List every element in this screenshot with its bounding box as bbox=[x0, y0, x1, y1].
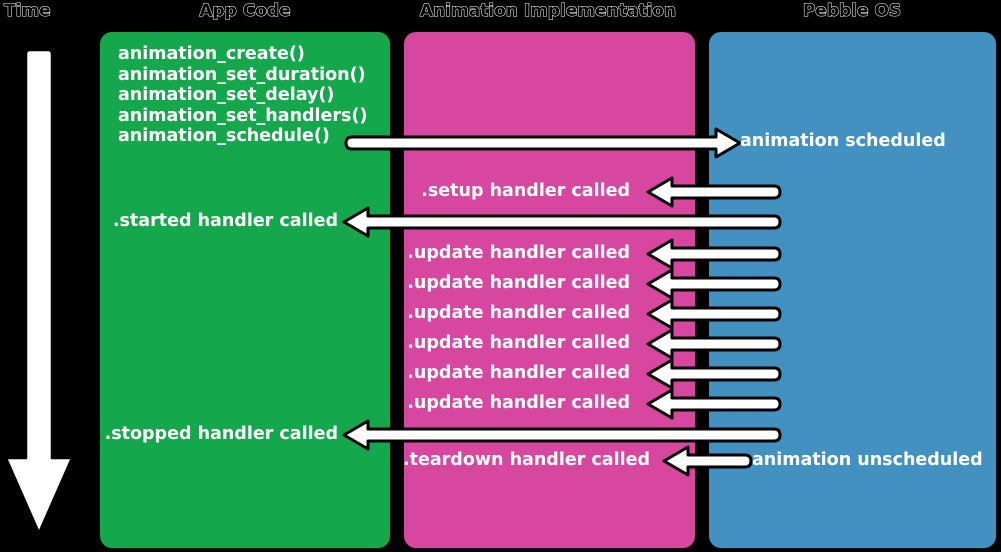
column-header-time: Time bbox=[4, 1, 52, 22]
label-update-handler-3: .update handler called bbox=[407, 303, 630, 323]
label-update-handler-5: .update handler called bbox=[407, 363, 630, 383]
label-setup-handler: .setup handler called bbox=[421, 181, 630, 201]
lane-app-code bbox=[100, 32, 390, 548]
column-header-app-code: App Code bbox=[199, 1, 291, 22]
label-update-handler-2: .update handler called bbox=[407, 273, 630, 293]
app-code-calls-list: animation_create() animation_set_duratio… bbox=[118, 44, 368, 146]
lane-pebble-os bbox=[709, 32, 996, 548]
label-started-handler: .started handler called bbox=[112, 211, 338, 231]
label-animation-scheduled: animation scheduled bbox=[740, 131, 946, 151]
time-down-arrow-icon bbox=[4, 48, 74, 535]
label-update-handler-4: .update handler called bbox=[407, 333, 630, 353]
label-update-handler-6: .update handler called bbox=[407, 393, 630, 413]
label-animation-unscheduled: animation unscheduled bbox=[752, 450, 983, 470]
label-teardown-handler: .teardown handler called bbox=[402, 450, 650, 470]
column-header-pebble-os: Pebble OS bbox=[802, 1, 902, 22]
label-stopped-handler: .stopped handler called bbox=[104, 424, 338, 444]
label-update-handler-1: .update handler called bbox=[407, 243, 630, 263]
column-header-animation-implementation: Animation Implementation bbox=[419, 1, 677, 22]
